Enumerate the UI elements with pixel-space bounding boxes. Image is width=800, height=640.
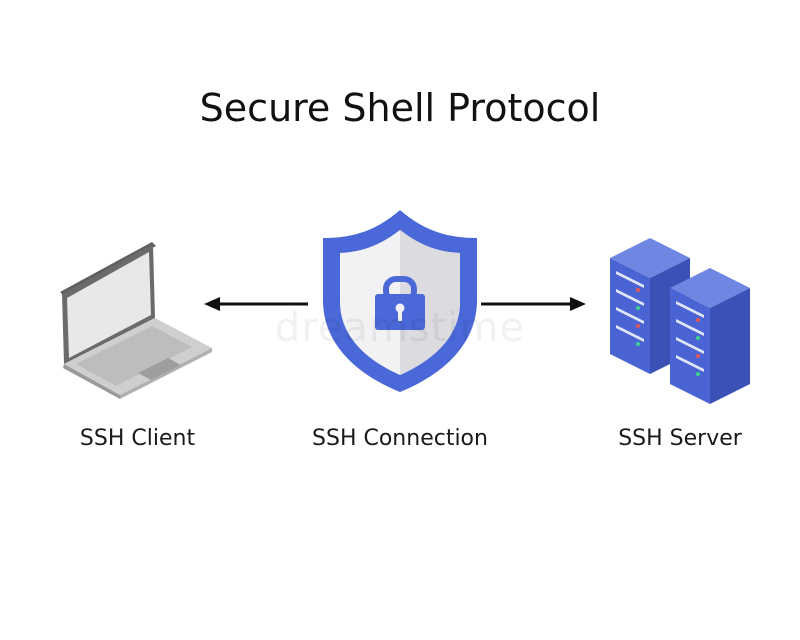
ssh-server-label: SSH Server bbox=[618, 426, 742, 451]
arrow-left-icon bbox=[204, 297, 308, 311]
server-rack-icon bbox=[610, 238, 750, 404]
ssh-connection-label: SSH Connection bbox=[312, 426, 488, 451]
laptop-icon bbox=[60, 242, 212, 399]
ssh-client-label: SSH Client bbox=[79, 426, 196, 451]
diagram-title: Secure Shell Protocol bbox=[199, 86, 601, 130]
shield-lock-icon bbox=[323, 210, 477, 392]
arrow-right-icon bbox=[481, 297, 586, 311]
